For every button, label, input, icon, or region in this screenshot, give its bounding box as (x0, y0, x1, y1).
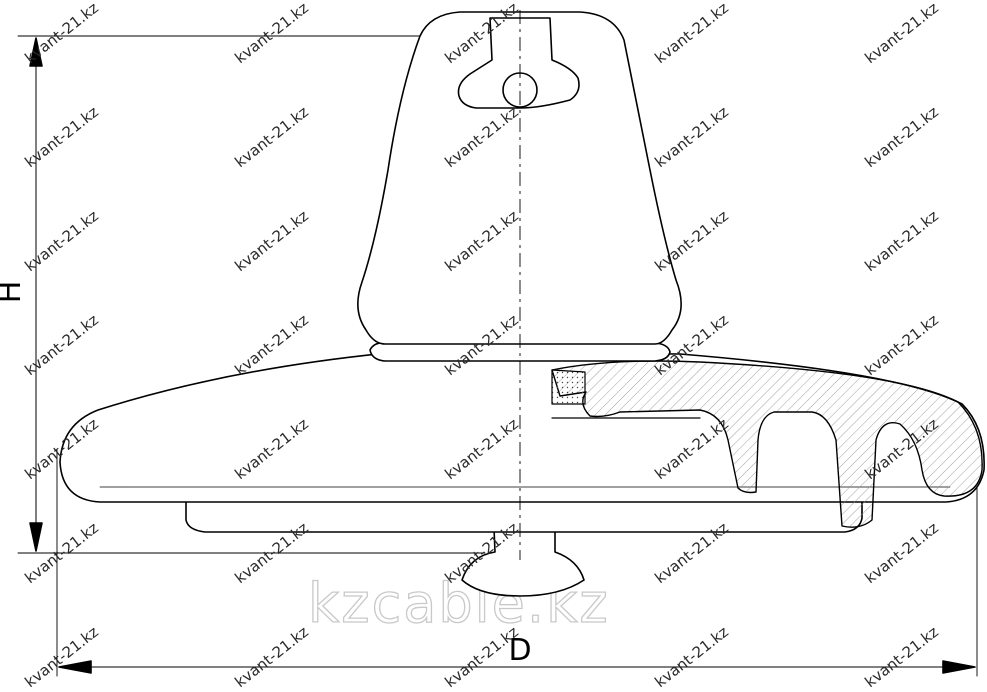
watermark-text: kvant-21.kz (861, 519, 942, 587)
dim-d-label: D (508, 633, 531, 668)
dim-d-arrow-right (942, 660, 976, 674)
watermark-text: kvant-21.kz (861, 623, 942, 691)
dim-h-arrow-bottom (29, 522, 43, 552)
cement-layer (551, 369, 586, 405)
watermark-text: kvant-21.kz (21, 0, 102, 67)
watermark-text: kvant-21.kz (21, 311, 102, 379)
watermark-text: kvant-21.kz (231, 207, 312, 275)
watermark-text: kvant-21.kz (21, 207, 102, 275)
watermark-text: kvant-21.kz (231, 103, 312, 171)
dish-cross-section (551, 360, 983, 528)
watermark-text: kvant-21.kz (231, 0, 312, 67)
watermark-text: kvant-21.kz (651, 103, 732, 171)
watermark-text: kvant-21.kz (861, 0, 942, 67)
watermark-text: kvant-21.kz (231, 623, 312, 691)
watermark-text: kvant-21.kz (651, 0, 732, 67)
cap-socket (457, 17, 580, 109)
watermark-text: kvant-21.kz (861, 207, 942, 275)
dim-d-arrow-left (58, 660, 92, 674)
watermark-text: kvant-21.kz (861, 103, 942, 171)
watermark-text: kvant-21.kz (861, 311, 942, 379)
watermark-text: kvant-21.kz (651, 623, 732, 691)
watermark-text: kvant-21.kz (21, 623, 102, 691)
dim-h-label: H (0, 281, 28, 304)
insulator-cap (357, 11, 682, 345)
watermark-text: kvant-21.kz (21, 103, 102, 171)
dim-h-arrow-top (29, 37, 43, 67)
insulator-lower-rib (185, 499, 863, 533)
